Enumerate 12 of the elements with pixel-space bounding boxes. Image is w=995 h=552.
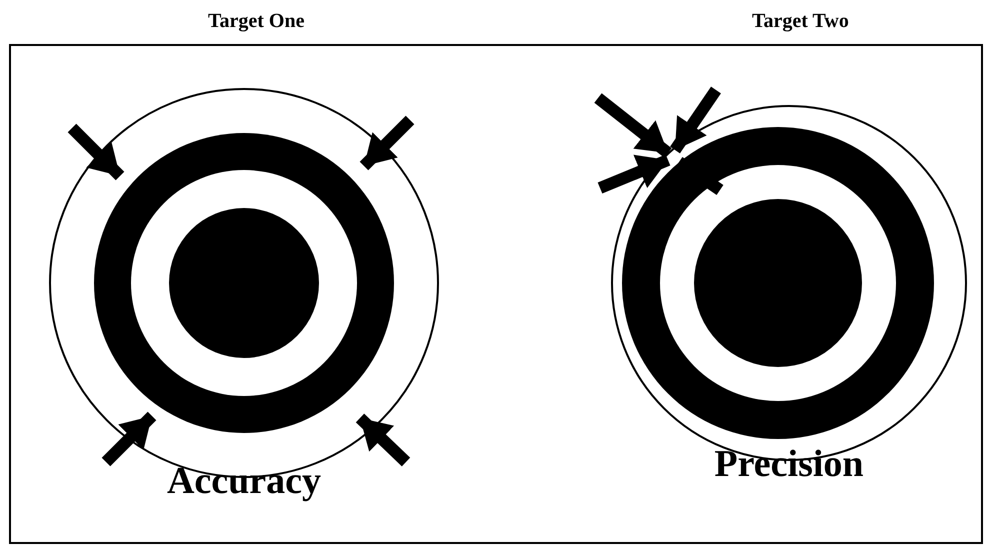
arrow (676, 157, 724, 195)
arrow (670, 86, 721, 154)
target-caption: Precision (713, 442, 865, 486)
arrow (598, 154, 670, 194)
target-title: Target Two (752, 10, 849, 33)
arrow (360, 116, 414, 170)
target-title: Target One (208, 10, 304, 33)
target-caption: Accuracy (166, 459, 322, 503)
arrow (356, 414, 410, 466)
arrow (102, 412, 156, 466)
arrow (68, 124, 124, 180)
arrow (594, 93, 672, 158)
